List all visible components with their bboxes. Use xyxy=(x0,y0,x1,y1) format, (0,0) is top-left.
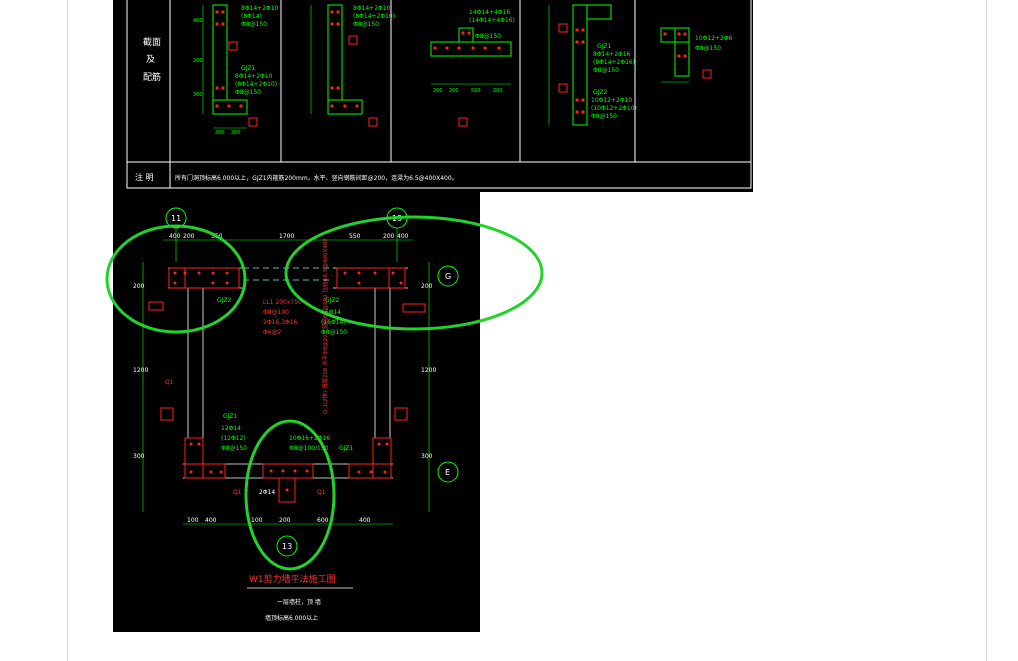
note-label: 注 明 xyxy=(135,172,154,182)
dim-right-3: 1200 xyxy=(421,367,436,374)
dim-top-r2: 200 xyxy=(383,233,395,240)
dim-right-1: 200 xyxy=(421,283,433,290)
dim-left-1: 200 xyxy=(133,283,145,290)
row-label: 截面 xyxy=(143,36,161,48)
wall-plan-drawing: 11 15 G E 13 400 200 550 1700 550 200 40… xyxy=(133,207,459,622)
dim-bot-4: 200 xyxy=(279,517,291,524)
dim-bot-1: 100 xyxy=(187,517,199,524)
section-4: GJZ1 8Φ14+2Φ16 (8Φ14+2Φ16) Φ8@150 GJZ2 1… xyxy=(548,4,637,126)
label-gjz1-right: GJZ1 xyxy=(339,445,354,452)
dim-top-mid: 1700 xyxy=(279,233,294,240)
s4-g: Φ8@150 xyxy=(591,113,617,120)
row-label-3: 配筋 xyxy=(143,71,161,83)
dim-left-5: 300 xyxy=(133,453,145,460)
label-gjz2-r-c: Φ8@150 xyxy=(321,329,347,336)
s4-e: 10Φ12+2Φ10 xyxy=(591,97,632,104)
section-2: 8Φ14+2Φ10 (8Φ14+2Φ10) Φ8@150 xyxy=(310,4,395,127)
axis-E: E xyxy=(445,468,450,477)
plan-subtitle-2: 墙顶标高6.000以上 xyxy=(265,614,318,622)
s4-d: GJZ2 xyxy=(593,89,608,96)
s1-dim-3: 300 xyxy=(193,92,203,98)
label-q1-bot-right: Q1 xyxy=(317,489,326,496)
table-grid xyxy=(126,0,752,189)
note-text: 所有门洞顶标高6.000以上，GJZ1内箍筋200mm，水平、竖向钢筋间距@20… xyxy=(175,174,458,182)
s1-gjz-b: (8Φ14+2Φ10) xyxy=(235,81,277,88)
label-center-b: Φ8@100/150 xyxy=(289,445,329,452)
label-gjz1-c: Φ8@150 xyxy=(221,445,247,452)
s3-top: 14Φ14+4Φ16 xyxy=(469,9,510,16)
s1-gjz: GJZ1 xyxy=(241,65,256,72)
s3-dim-2: 200 xyxy=(449,88,459,94)
dim-bot-2: 400 xyxy=(205,517,217,524)
label-ll1: LL1 200x750 xyxy=(263,299,302,306)
label-ll1-c: Φ6@2 xyxy=(263,329,282,336)
axis-G: G xyxy=(445,272,451,281)
s4-a: 8Φ14+2Φ16 xyxy=(593,51,631,58)
s2-mid: (8Φ14+2Φ10) xyxy=(353,13,395,20)
s1-top: 8Φ14+2Φ10 xyxy=(241,5,279,12)
label-q1-bot-left: Q1 xyxy=(233,489,242,496)
label-gjz1-a: 12Φ14 xyxy=(221,425,241,432)
plan-subtitle-1: 一层墙柱，顶 墙 xyxy=(277,598,321,606)
s1-gjz-c: Φ8@150 xyxy=(235,89,261,96)
s4-b: (8Φ14+2Φ16) xyxy=(593,59,635,66)
dim-bot-7: 400 xyxy=(359,517,371,524)
wall-plan-image: 11 15 G E 13 400 200 550 1700 550 200 40… xyxy=(113,192,480,632)
s2-stir: Φ8@150 xyxy=(353,21,379,28)
s3-dim-4: 200 xyxy=(493,88,503,94)
section-3: 14Φ14+4Φ16 (14Φ14+4Φ16) Φ8@150 200 200 5… xyxy=(430,9,515,127)
section-table-image: 截面 及 配筋 注 明 所有门洞顶标高6.000以上，GJZ1内箍筋200mm，… xyxy=(113,0,753,192)
s1-dim-1: 400 xyxy=(193,18,203,24)
dim-top-r1: 550 xyxy=(349,233,361,240)
axis-11: 11 xyxy=(171,214,181,223)
dim-top-r3: 400 xyxy=(397,233,409,240)
dim-bot-6: 600 xyxy=(317,517,329,524)
label-gjz1-left: GJZ1 xyxy=(223,413,238,420)
label-center-a: 10Φ16+2Φ16 xyxy=(289,435,330,442)
s1-dim-b2: 200 xyxy=(231,130,241,136)
s1-dim-2: 200 xyxy=(193,58,203,64)
label-ll1-b: 2Φ16,3Φ16 xyxy=(263,319,297,326)
label-gjz2-left: GJZ2 xyxy=(217,297,232,304)
axis-bubbles xyxy=(165,207,459,557)
s1-gjz-a: 8Φ14+2Φ10 xyxy=(235,73,273,80)
plan-title: W1剪力墙平法施工图 xyxy=(249,573,336,585)
s3-dim-1: 200 xyxy=(433,88,443,94)
label-q1-left: Q1 xyxy=(165,379,174,386)
dim-left-3: 1200 xyxy=(133,367,148,374)
label-gjz1-b: (12Φ12) xyxy=(221,435,246,442)
section-5: 10Φ12+2Φ6 Φ8@150 xyxy=(660,27,733,83)
axis-15: 15 xyxy=(392,214,402,223)
dim-top-l3: 550 xyxy=(211,233,223,240)
s1-mid: (8Φ14) xyxy=(241,13,262,20)
s3-dim-3: 500 xyxy=(471,88,481,94)
section-1: 8Φ14+2Φ10 (8Φ14) Φ8@150 GJZ1 8Φ14+2Φ10 (… xyxy=(193,4,279,136)
row-label-2: 及 xyxy=(146,54,155,65)
beam-dashed xyxy=(243,267,333,281)
section-table-drawing: 截面 及 配筋 注 明 所有门洞顶标高6.000以上，GJZ1内箍筋200mm，… xyxy=(126,0,752,189)
label-bot-mark: 2Φ14 xyxy=(259,489,275,496)
s3-stir: Φ8@150 xyxy=(475,33,501,40)
label-ll1-a: Φ8@100 xyxy=(263,309,289,316)
label-vertical-note: Q-1(2排) 墙厚200 水平Φ8@200 竖向Φ8@200 拉结Φ6.5@4… xyxy=(321,238,329,414)
s1-stir: Φ8@150 xyxy=(241,21,267,28)
dim-right-5: 300 xyxy=(421,453,433,460)
dim-bot-3: 100 xyxy=(251,517,263,524)
dim-top-l1: 400 xyxy=(169,233,181,240)
s4-f: (10Φ12+2Φ10) xyxy=(591,105,637,112)
s1-dim-b1: 200 xyxy=(215,130,225,136)
s5-a: 10Φ12+2Φ6 xyxy=(695,35,733,42)
s5-b: Φ8@150 xyxy=(695,45,721,52)
s4-c: Φ8@150 xyxy=(593,67,619,74)
axis-13: 13 xyxy=(282,542,292,551)
s3-mid: (14Φ14+4Φ16) xyxy=(469,17,515,24)
dim-top-l2: 200 xyxy=(183,233,195,240)
s4-gjz: GJZ1 xyxy=(597,43,612,50)
s2-top: 8Φ14+2Φ10 xyxy=(353,5,391,12)
